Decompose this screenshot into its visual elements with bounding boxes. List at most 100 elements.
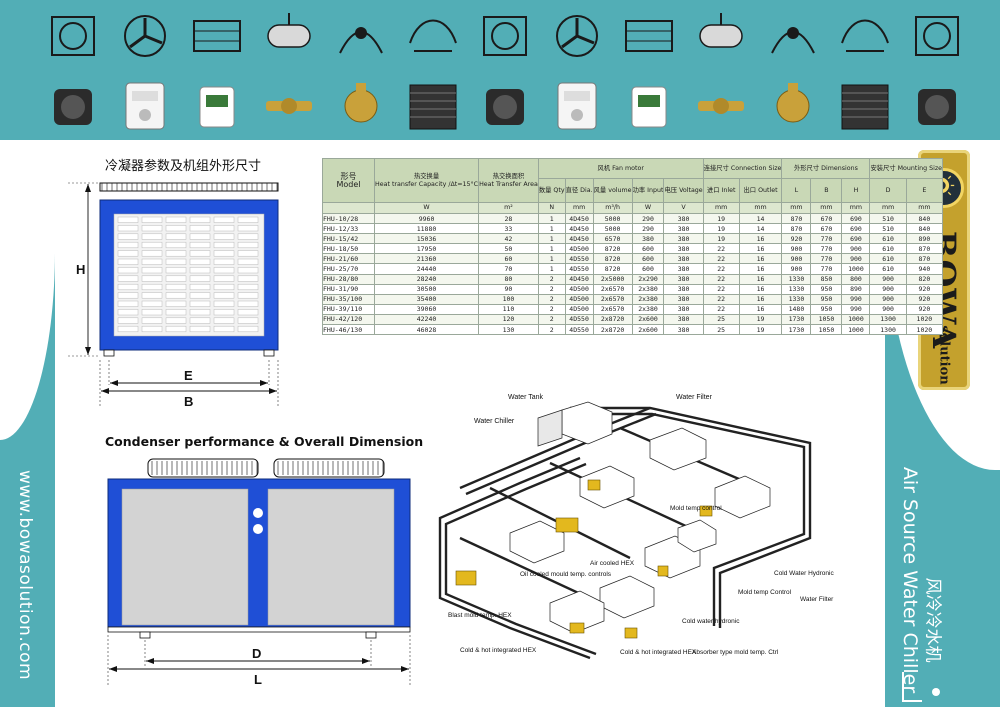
table-cell: 900 — [781, 243, 812, 255]
th-fan-motor: 风机 Fan motor — [537, 158, 704, 179]
table-cell: 1730 — [781, 313, 812, 326]
label-mold-temp-control2: Mold temp Control — [738, 589, 792, 596]
table-cell: 80 — [478, 273, 539, 285]
table-cell: 4D500 — [564, 303, 594, 315]
table-cell: 380 — [663, 273, 704, 285]
evaporator-coil-icon — [904, 3, 970, 69]
table-cell: 380 — [663, 313, 704, 326]
pressure-switch-icon-glyph — [776, 83, 810, 123]
table-cell: 16 — [738, 243, 783, 255]
table-cell: 2x8720 — [592, 313, 633, 326]
table-cell: 22 — [702, 283, 740, 295]
table-cell: 4D550 — [564, 324, 594, 336]
table-cell: 920 — [905, 303, 944, 315]
unit-cell: m² — [478, 202, 539, 214]
table-cell: 14 — [738, 212, 783, 225]
table-cell: 22 — [702, 253, 740, 265]
table-cell: 770 — [810, 263, 843, 275]
condensing-unit-icon-glyph — [266, 98, 312, 114]
th-mount-e: E — [905, 178, 944, 203]
table-cell: 920 — [781, 233, 812, 245]
table-cell: 610 — [869, 233, 907, 245]
dim-label-b: B — [184, 394, 193, 409]
table-cell: 35400 — [373, 293, 480, 305]
table-cell: 90 — [478, 283, 539, 295]
hinge-icon-glyph — [409, 84, 457, 130]
table-cell: 4D500 — [564, 293, 594, 305]
table-cell: 4D450 — [564, 212, 594, 225]
table-cell: 24440 — [373, 263, 480, 275]
fan-guard-icon — [328, 73, 394, 139]
table-cell: 1 — [537, 212, 566, 225]
axial-fan-icon-glyph — [339, 27, 383, 54]
table-cell: 16 — [738, 253, 783, 265]
controller-icon — [616, 73, 682, 139]
table-cell: 2x8720 — [592, 324, 633, 336]
fan-guard-right — [273, 458, 385, 478]
table-cell: 28240 — [373, 273, 480, 285]
website-url[interactable]: www.bowasolution.com — [10, 460, 40, 690]
sight-glass-icon — [544, 3, 610, 69]
table-cell: 19 — [738, 313, 783, 326]
thermostat-icon — [544, 73, 610, 139]
table-cell: 2x380 — [631, 303, 665, 315]
table-cell: 2x6570 — [592, 283, 633, 295]
table-cell: 890 — [905, 233, 944, 245]
sight-glass-icon-glyph — [556, 15, 598, 57]
compressor-icon — [184, 73, 250, 139]
table-cell: FHU-10/28 — [322, 212, 375, 225]
table-cell: 19 — [702, 223, 740, 235]
table-cell: 380 — [663, 243, 704, 255]
unit-cell: mm — [738, 202, 783, 214]
table-cell: 610 — [869, 263, 907, 275]
table-cell: 2 — [537, 273, 566, 285]
dim-label-e: E — [184, 368, 193, 383]
plant-schematic: Water Tank Water Chiller Water Filter Mo… — [438, 394, 834, 660]
table-cell: 1020 — [905, 313, 944, 326]
table-cell: 920 — [905, 293, 944, 305]
table-cell: 19 — [702, 212, 740, 225]
title-bracket — [902, 672, 922, 702]
table-cell: 870 — [781, 212, 812, 225]
table-cell: 1330 — [781, 273, 812, 285]
expansion-valve-brass-icon — [904, 73, 970, 139]
table-cell: 46028 — [373, 324, 480, 336]
table-cell: 770 — [810, 233, 843, 245]
condenser-sketch-icon-glyph — [267, 13, 311, 48]
table-cell: 690 — [841, 212, 871, 225]
table-cell: 380 — [663, 233, 704, 245]
table-cell: 22 — [702, 273, 740, 285]
table-cell: 1 — [537, 253, 566, 265]
table-cell: FHU-25/70 — [322, 263, 375, 275]
table-cell: 900 — [841, 253, 871, 265]
table-cell: 22 — [702, 303, 740, 315]
fan-guard-icon-glyph — [344, 83, 378, 123]
th-mount-d: D — [869, 178, 907, 203]
table-cell: 1330 — [781, 283, 812, 295]
expansion-valve-icon — [616, 3, 682, 69]
website-url-text[interactable]: www.bowasolution.com — [15, 469, 35, 681]
dim-label-d: D — [252, 646, 261, 661]
compressor-sketch-icon-glyph — [193, 20, 241, 52]
table-cell: 380 — [631, 233, 665, 245]
label-water-tank: Water Tank — [508, 394, 544, 401]
side-panel-left — [121, 488, 249, 626]
table-cell: 870 — [781, 223, 812, 235]
valve-sketch-icon-glyph — [409, 19, 457, 52]
table-cell: 1050 — [810, 313, 843, 326]
unit-cell: W — [631, 202, 665, 214]
table-cell: 1 — [537, 263, 566, 275]
table-cell: 25 — [702, 324, 740, 336]
axial-fan-icon — [328, 3, 394, 69]
th-fan-qty: 数量 Qty — [537, 178, 566, 203]
table-cell: 840 — [905, 223, 944, 235]
table-cell: 2x6570 — [592, 293, 633, 305]
condensing-coil-icon-glyph — [125, 82, 165, 130]
table-cell: 100 — [478, 293, 539, 305]
foot-right — [263, 349, 275, 357]
